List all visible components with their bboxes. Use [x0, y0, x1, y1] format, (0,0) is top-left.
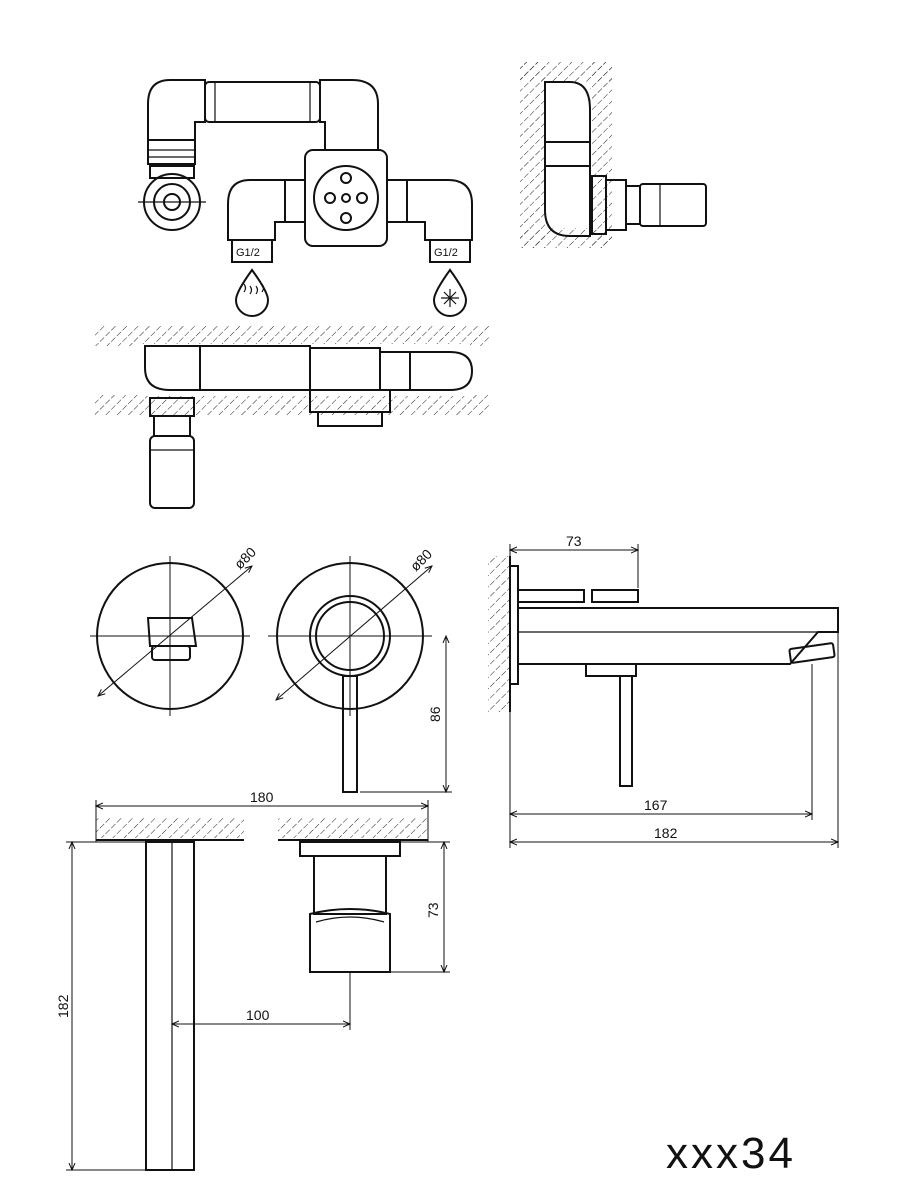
spout-rosette-front-view [90, 556, 252, 716]
overall-length-dimension: 182 [654, 825, 678, 841]
model-code: xxx34 [666, 1129, 796, 1178]
rough-in-plan-view [95, 326, 490, 509]
cold-inlet-thread-label: G1/2 [434, 247, 458, 259]
lever-rosette-front-view [268, 556, 452, 793]
axis-distance-dimension: 100 [246, 1007, 270, 1023]
hot-inlet-thread-label: G1/2 [236, 247, 260, 259]
rough-in-side-view [520, 62, 707, 248]
spout-length-dimension: 167 [644, 797, 668, 813]
spout-rosette-diameter-label: ø80 [231, 544, 260, 573]
rough-in-front-view [138, 79, 473, 317]
lever-height-dimension: 86 [427, 706, 443, 722]
lever-rosette-diameter-label: ø80 [407, 546, 436, 575]
bottom-body-depth-dimension: 73 [425, 902, 441, 918]
mixer-side-elevation [488, 544, 839, 848]
plate-width-dimension: 180 [250, 789, 274, 805]
mixer-top-plan [66, 800, 450, 1171]
body-depth-dimension: 73 [566, 533, 582, 549]
spout-projection-dimension: 182 [55, 994, 71, 1018]
